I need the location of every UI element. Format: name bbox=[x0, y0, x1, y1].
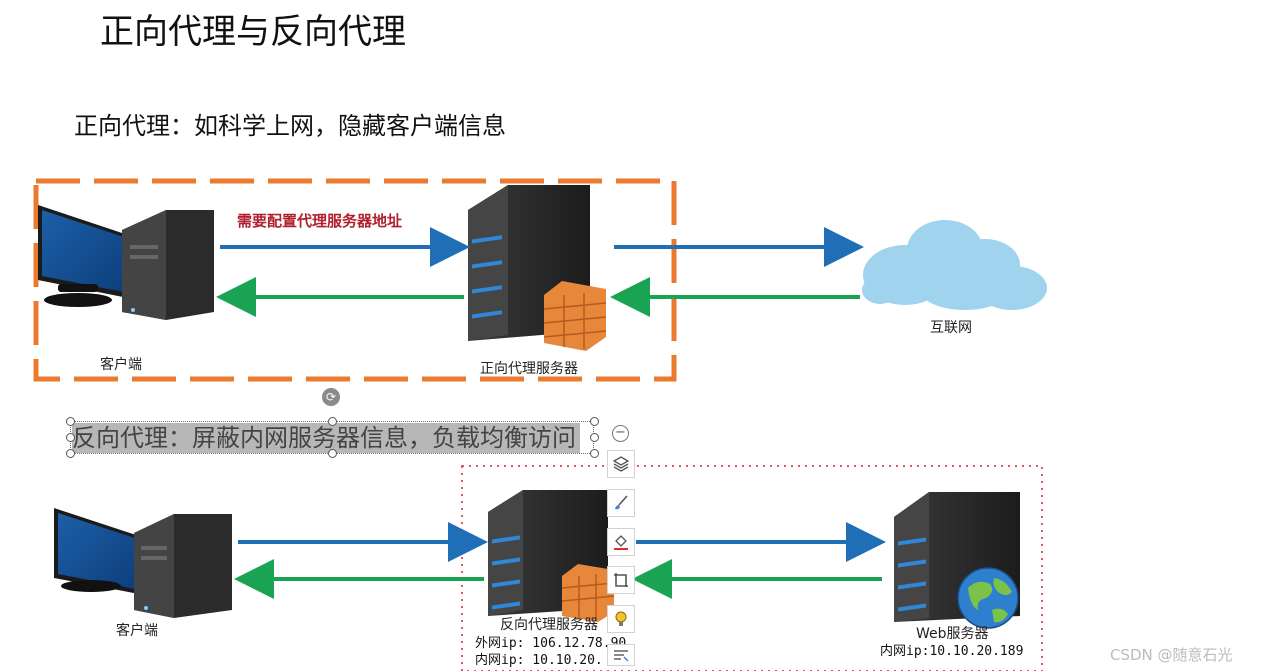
text-wrap-button[interactable] bbox=[607, 644, 635, 666]
resize-handle-right[interactable] bbox=[590, 433, 599, 442]
globe-icon bbox=[957, 567, 1019, 629]
web-server-icon bbox=[894, 492, 1020, 629]
text-selection-frame[interactable] bbox=[66, 417, 599, 458]
forward-config-note: 需要配置代理服务器地址 bbox=[237, 212, 402, 230]
web-server-internal-ip: 内网ip:10.10.20.189 bbox=[880, 644, 1024, 659]
crop-icon bbox=[614, 573, 628, 587]
resize-handle-bottom-left[interactable] bbox=[66, 449, 75, 458]
layers-icon bbox=[612, 456, 630, 472]
client-computer-icon bbox=[38, 205, 214, 320]
brush-icon bbox=[615, 495, 628, 510]
idea-button[interactable] bbox=[607, 605, 635, 633]
internet-cloud-icon bbox=[862, 220, 1047, 310]
rotate-handle-icon[interactable]: ⟳ bbox=[322, 388, 340, 406]
layers-button[interactable] bbox=[607, 450, 635, 478]
collapse-toolbar-button[interactable]: − bbox=[612, 425, 629, 442]
reverse-proxy-label: 反向代理服务器 bbox=[500, 617, 598, 633]
reverse-proxy-caption[interactable]: 反向代理：屏蔽内网服务器信息，负载均衡访问 bbox=[72, 423, 580, 453]
text-wrap-icon bbox=[614, 650, 629, 662]
forward-proxy-boundary bbox=[33, 178, 677, 382]
reverse-proxy-external-ip: 外网ip: 106.12.78.90 bbox=[475, 636, 627, 651]
resize-handle-top[interactable] bbox=[328, 417, 337, 426]
fill-icon bbox=[614, 535, 628, 550]
resize-handle-top-left[interactable] bbox=[66, 417, 75, 426]
reverse-proxy-internal-ip: 内网ip: 10.10.20. 0 bbox=[475, 653, 627, 668]
crop-button[interactable] bbox=[607, 566, 635, 594]
forward-proxy-caption: 正向代理：如科学上网，隐藏客户端信息 bbox=[74, 112, 506, 140]
resize-handle-bottom-right[interactable] bbox=[590, 449, 599, 458]
page-title: 正向代理与反向代理 bbox=[100, 12, 406, 52]
web-server-label: Web服务器 bbox=[916, 626, 989, 642]
internet-label: 互联网 bbox=[930, 319, 972, 335]
forward-client-label: 客户端 bbox=[100, 356, 142, 372]
forward-proxy-server-icon bbox=[468, 185, 607, 351]
reverse-client-computer-icon bbox=[54, 508, 232, 618]
lightbulb-icon bbox=[615, 611, 627, 626]
resize-handle-top-right[interactable] bbox=[590, 417, 599, 426]
fill-button[interactable] bbox=[607, 528, 635, 556]
brush-button[interactable] bbox=[607, 489, 635, 517]
watermark: CSDN @随意石光 bbox=[1110, 646, 1233, 664]
resize-handle-bottom[interactable] bbox=[328, 449, 337, 458]
reverse-client-label: 客户端 bbox=[116, 622, 158, 638]
resize-handle-left[interactable] bbox=[66, 433, 75, 442]
reverse-proxy-server-icon bbox=[488, 490, 615, 622]
forward-proxy-label: 正向代理服务器 bbox=[480, 360, 578, 376]
